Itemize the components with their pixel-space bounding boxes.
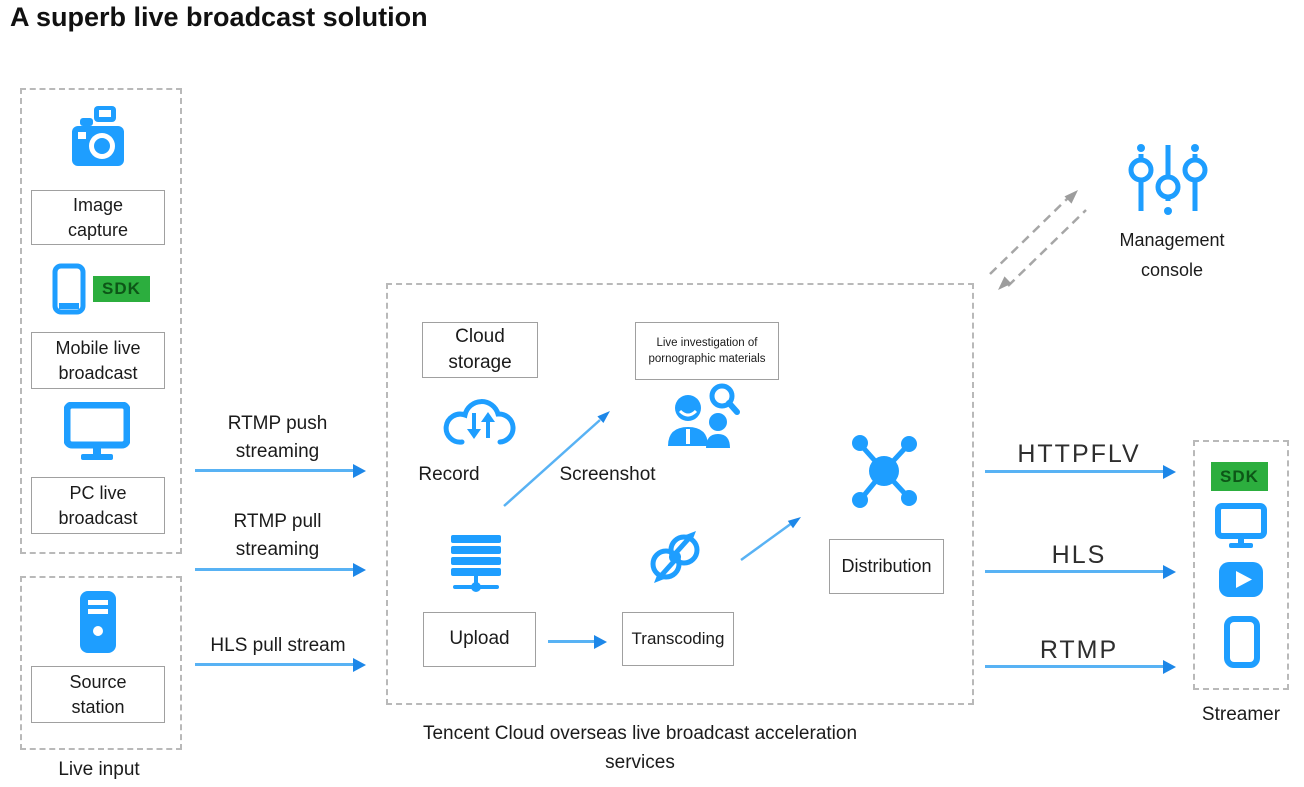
pc-monitor-icon [64,402,130,460]
streamer-box [1193,440,1289,690]
tencent-cloud-caption: Tencent Cloud overseas live broadcast ac… [422,723,858,774]
streamer-phone-icon [1224,616,1260,668]
screenshot-arrow [503,411,610,507]
transcoding-label: Transcoding [631,629,725,649]
cloud-storage-label: Cloud storage [448,325,512,373]
live-input-sources-box [20,88,182,554]
source-station-box [20,576,182,750]
upload-server-icon [451,535,501,592]
upload-node: Upload [423,612,536,667]
upload-to-transcoding-arrow [548,634,607,649]
pc-live-label: PC live broadcast [58,482,138,528]
transcoding-icon [650,531,700,583]
httpflv-arrow [985,464,1176,479]
mobile-live-label: Mobile live broadcast [55,337,141,383]
streamer-play-icon [1219,562,1263,597]
mobile-live-node: Mobile live broadcast [31,332,165,389]
transcoding-to-distribution-arrow [740,517,801,562]
tencent-cloud-box [386,283,974,705]
transcoding-node: Transcoding [622,612,734,666]
management-sync-arrow [989,190,1087,290]
live-input-caption: Live input [58,759,140,780]
image-capture-label: Image capture [67,194,129,240]
moderation-label: Live investigation of pornographic mater… [648,336,766,365]
hls-pull-arrow [195,657,366,672]
streamer-caption: Streamer [1201,704,1281,725]
source-station-node: Source station [31,666,165,723]
streamer-monitor-icon [1215,503,1267,548]
distribution-node: Distribution [829,539,944,594]
management-console-label: Management console [1119,230,1225,280]
screenshot-label: Screenshot [559,464,656,485]
sdk-badge: SDK [93,276,150,302]
moderation-people-icon [668,383,740,448]
image-capture-node: Image capture [31,190,165,245]
record-label: Record [418,464,480,485]
source-station-icon [80,591,116,653]
camera-icon [72,106,124,166]
rtmp-push-label: RTMP push streaming [227,413,328,462]
page-title: A superb live broadcast solution [10,2,428,32]
moderation-node: Live investigation of pornographic mater… [635,322,779,380]
rtmp-push-arrow [195,463,366,478]
rtmp-arrow [985,659,1176,674]
management-console-icon [1128,144,1208,215]
cloud-storage-node: Cloud storage [422,322,538,378]
mobile-phone-icon [52,263,86,315]
sdk-badge-label: SDK [102,279,141,298]
hls-arrow [985,564,1176,579]
rtmp-pull-arrow [195,562,366,577]
pc-live-node: PC live broadcast [31,477,165,534]
streamer-sdk-label: SDK [1220,466,1259,486]
rtmp-pull-label: RTMP pull streaming [233,511,322,560]
distribution-icon [852,435,917,508]
hls-pull-label: HLS pull stream [210,635,346,656]
cloud-record-icon [443,399,516,445]
source-station-label: Source station [69,671,127,717]
rtmp-label: RTMP [1039,636,1119,664]
upload-label: Upload [449,628,510,650]
httpflv-label: HTTPFLV [1017,440,1141,468]
streamer-sdk-badge: SDK [1211,462,1268,491]
hls-label: HLS [1051,541,1107,569]
distribution-label: Distribution [841,556,932,577]
